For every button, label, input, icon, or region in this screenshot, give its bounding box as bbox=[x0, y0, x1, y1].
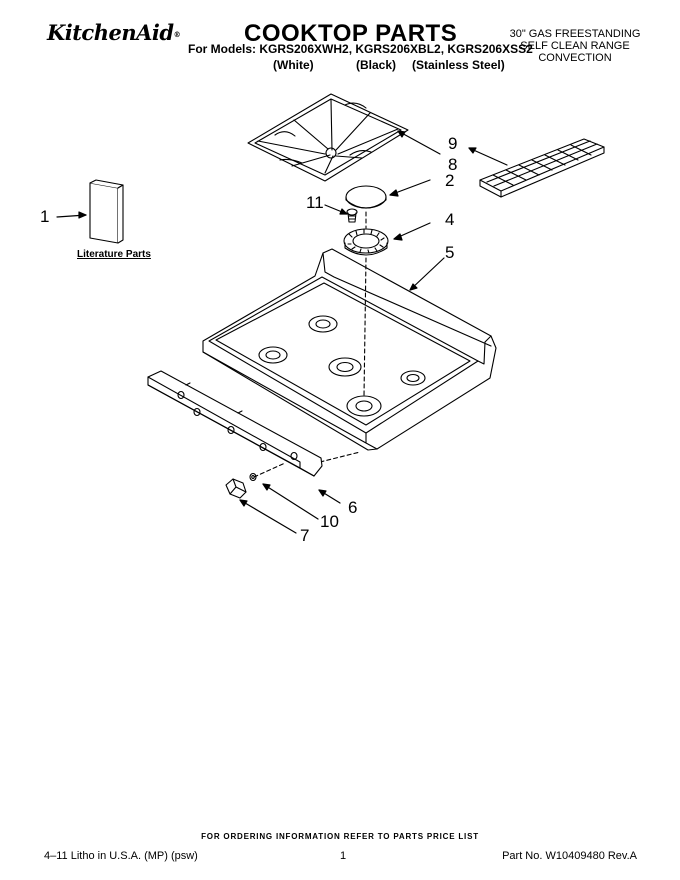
ordering-note: FOR ORDERING INFORMATION REFER TO PARTS … bbox=[201, 832, 479, 841]
brand-logo: KitchenAid® bbox=[47, 20, 181, 45]
leader-arrows bbox=[56, 130, 508, 534]
callout-5: 5 bbox=[445, 243, 455, 262]
callout-11: 11 bbox=[306, 193, 324, 212]
callout-8: 8 bbox=[448, 155, 458, 174]
spec-line: CONVECTION bbox=[538, 52, 612, 64]
assembly-lines bbox=[253, 211, 367, 478]
center-grate bbox=[479, 138, 605, 198]
burner-grate bbox=[247, 93, 409, 182]
callout-10: 10 bbox=[320, 512, 339, 531]
burner-base bbox=[343, 228, 389, 256]
callout-1: 1 bbox=[40, 207, 50, 226]
page-number: 1 bbox=[340, 850, 347, 862]
brand-mark: ® bbox=[173, 30, 181, 39]
literature-booklet bbox=[89, 179, 124, 244]
screw bbox=[346, 208, 358, 223]
variant-white: (White) bbox=[273, 58, 314, 72]
product-spec: 30" GAS FREESTANDING SELF CLEAN RANGE CO… bbox=[500, 28, 650, 64]
callout-7: 7 bbox=[300, 526, 310, 545]
callout-6: 6 bbox=[348, 498, 358, 517]
knob bbox=[225, 478, 247, 499]
callout-4: 4 bbox=[445, 210, 455, 229]
spec-line: SELF CLEAN RANGE bbox=[520, 40, 630, 52]
callout-9: 9 bbox=[448, 134, 458, 153]
cooktop-top bbox=[202, 248, 497, 451]
callout-2: 2 bbox=[445, 171, 455, 190]
spec-line: 30" GAS FREESTANDING bbox=[509, 28, 641, 40]
models-line: For Models: KGRS206XWH2, KGRS206XBL2, KG… bbox=[188, 42, 533, 56]
variant-stainless: (Stainless Steel) bbox=[412, 58, 505, 72]
spring-washer bbox=[249, 472, 257, 482]
part-number: Part No. W10409480 Rev.A bbox=[502, 850, 637, 862]
brand-name: KitchenAid bbox=[47, 20, 174, 45]
litho-note: 4–11 Litho in U.S.A. (MP) (psw) bbox=[44, 850, 198, 862]
literature-parts-label: Literature Parts bbox=[77, 249, 151, 260]
burner-cap bbox=[345, 185, 387, 209]
control-panel bbox=[147, 370, 323, 477]
variant-black: (Black) bbox=[356, 58, 397, 72]
page-title: COOKTOP PARTS bbox=[244, 20, 458, 47]
